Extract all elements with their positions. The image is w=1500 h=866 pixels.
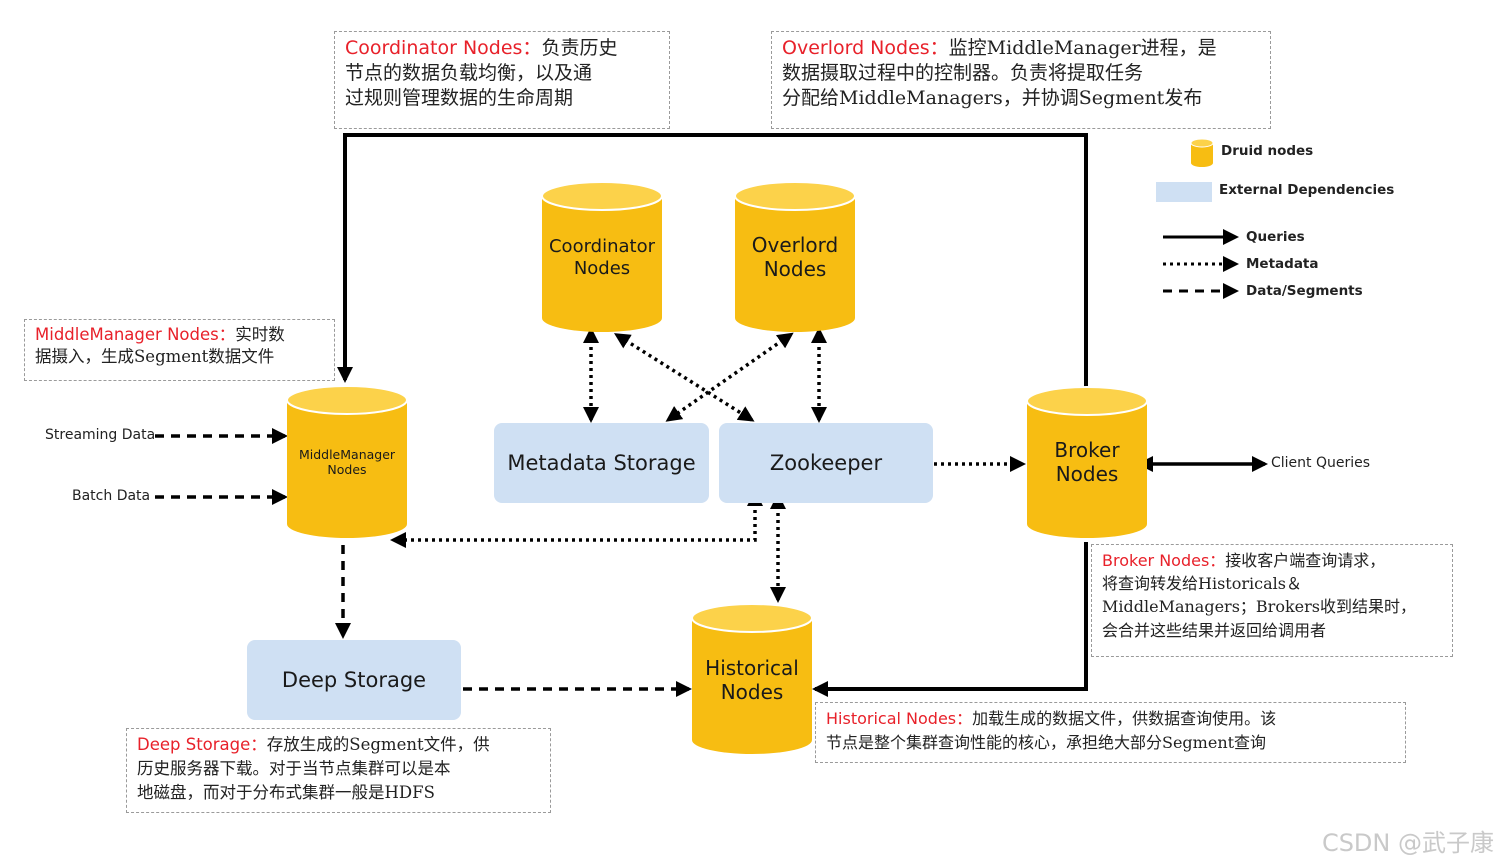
overlord-nodes-cylinder xyxy=(734,181,856,332)
query-line-broker-historical xyxy=(812,542,1088,697)
middlemanager-nodes-label: MiddleManager Nodes xyxy=(298,447,396,477)
historical-nodes-cylinder xyxy=(691,603,813,754)
deep-storage-note-label: Deep Storage： xyxy=(137,735,267,754)
batch-data-label: Batch Data xyxy=(72,488,151,504)
legend-queries: Queries xyxy=(1246,229,1305,245)
legend-druid-nodes: Druid nodes xyxy=(1221,143,1314,159)
middlemanager-note-label: MiddleManager Nodes： xyxy=(35,325,236,344)
client-queries-label: Client Queries xyxy=(1271,455,1371,471)
middlemanager-nodes-cylinder xyxy=(286,385,408,538)
overlord-note-label: Overlord Nodes： xyxy=(782,37,949,59)
historical-nodes-label: Historical Nodes xyxy=(705,656,799,704)
legend-metadata: Metadata xyxy=(1246,256,1319,272)
legend-data-segments: Data/Segments xyxy=(1246,283,1363,299)
legend-external-icon xyxy=(1156,182,1212,202)
metadata-storage-box: Metadata Storage xyxy=(494,423,709,503)
broker-nodes-label: Broker Nodes xyxy=(1054,438,1120,486)
broker-nodes-cylinder xyxy=(1026,386,1148,538)
coordinator-nodes-cylinder xyxy=(541,181,663,332)
streaming-data-label: Streaming Data xyxy=(45,427,156,443)
zookeeper-label: Zookeeper xyxy=(769,451,883,475)
historical-note-label: Historical Nodes： xyxy=(826,709,973,728)
middlemanager-note: MiddleManager Nodes：实时数 据摄入，生成Segment数据文… xyxy=(24,319,335,381)
coordinator-note-label: Coordinator Nodes： xyxy=(345,37,542,59)
query-line-loop xyxy=(337,133,1088,387)
metadata-line-zookeeper-middlemanager xyxy=(390,490,763,548)
legend-druid-nodes-icon xyxy=(1190,138,1214,167)
watermark: CSDN @武子康 xyxy=(1321,829,1494,857)
zookeeper-box: Zookeeper xyxy=(719,423,933,503)
historical-note: Historical Nodes：加载生成的数据文件，供数据查询使用。该 节点是… xyxy=(815,702,1406,763)
deep-storage-note: Deep Storage：存放生成的Segment文件，供 历史服务器下载。对于… xyxy=(126,728,551,813)
broker-note-label: Broker Nodes： xyxy=(1102,551,1226,570)
overlord-nodes-label: Overlord Nodes xyxy=(751,233,839,281)
overlord-note: Overlord Nodes：监控MiddleManager进程，是 数据摄取过… xyxy=(771,31,1271,129)
metadata-storage-label: Metadata Storage xyxy=(507,451,696,475)
deep-storage-box: Deep Storage xyxy=(247,640,461,720)
legend-external-dependencies: External Dependencies xyxy=(1219,182,1395,198)
deep-storage-label: Deep Storage xyxy=(281,668,427,692)
coordinator-nodes-label: Coordinator Nodes xyxy=(548,236,655,279)
metadata-line-overlord-metadata xyxy=(665,332,794,422)
coordinator-note: Coordinator Nodes：负责历史 节点的数据负载均衡，以及通 过规则… xyxy=(334,31,670,129)
metadata-line-coordinator-zookeeper xyxy=(614,333,755,422)
broker-note: Broker Nodes：接收客户端查询请求， 将查询转发给Historical… xyxy=(1091,544,1453,657)
